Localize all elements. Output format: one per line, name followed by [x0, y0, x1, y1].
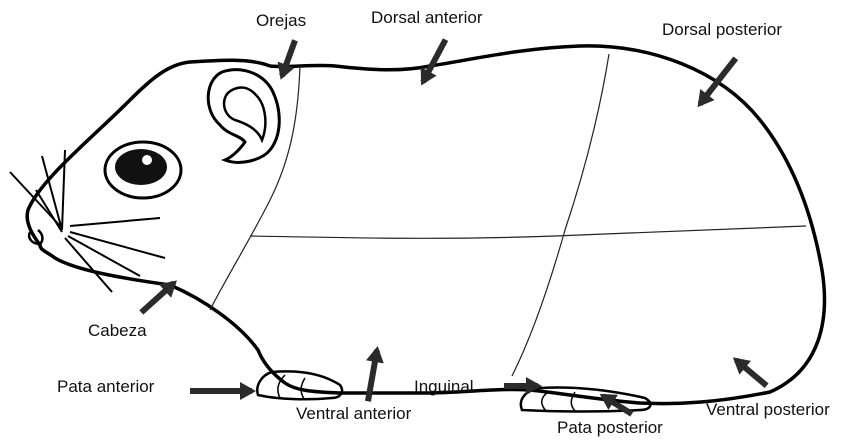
arrow-orejas	[272, 37, 303, 83]
label-ventral-posterior: Ventral posterior	[706, 401, 830, 418]
ear	[208, 70, 279, 163]
label-inguinal: Inguinal	[414, 378, 474, 395]
region-lines	[210, 54, 806, 376]
arrow-ventral-posterior	[727, 351, 772, 393]
label-dorsal-anterior: Dorsal anterior	[371, 9, 483, 26]
eye-pupil	[115, 149, 167, 185]
label-ventral-anterior: Ventral anterior	[296, 405, 411, 422]
label-dorsal-posterior: Dorsal posterior	[662, 21, 782, 38]
label-pata-posterior: Pata posterior	[557, 419, 663, 436]
arrow-pata-anterior	[190, 382, 256, 400]
label-pata-anterior: Pata anterior	[57, 378, 154, 395]
eye-highlight	[142, 155, 152, 165]
label-orejas: Orejas	[256, 12, 306, 29]
arrow-dorsal-posterior	[690, 53, 742, 113]
front-paw	[257, 371, 342, 399]
label-cabeza: Cabeza	[88, 322, 147, 339]
arrows	[135, 35, 772, 421]
